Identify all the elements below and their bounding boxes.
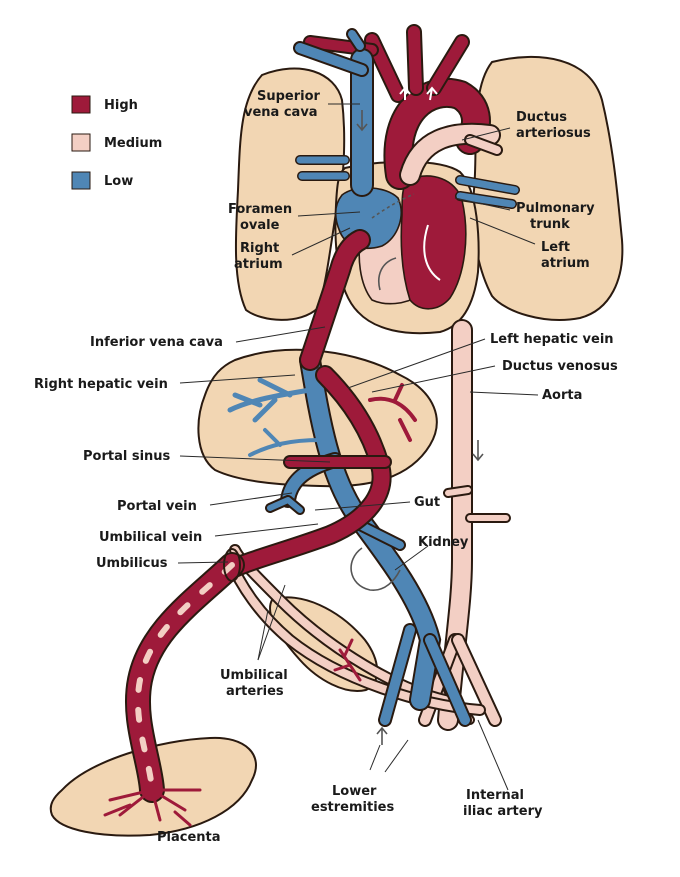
label-superior-vena-cava-1: Superior <box>257 89 321 104</box>
label-pulmonary-trunk-1: Pulmonary <box>516 201 595 216</box>
left-hepatic-branches <box>368 383 417 442</box>
label-umbilical-arteries-1: Umbilical <box>220 668 288 683</box>
bladder-vessels <box>333 638 362 682</box>
label-left-hepatic-vein: Left hepatic vein <box>490 332 614 347</box>
left-subclavian-artery <box>428 36 468 94</box>
label-kidney: Kidney <box>418 535 469 550</box>
legend-swatch-high <box>71 95 91 114</box>
label-left-atrium-1: Left <box>541 240 570 255</box>
label-portal-sinus: Portal sinus <box>83 449 171 464</box>
brachiocephalic-vein <box>295 43 367 75</box>
legend-swatch-medium <box>71 133 91 152</box>
foramen-arrow <box>371 193 415 219</box>
label-inferior-vena-cava: Inferior vena cava <box>90 335 223 350</box>
left-carotid-artery <box>408 26 422 94</box>
label-portal-vein: Portal vein <box>117 499 197 514</box>
legend-label-medium: Medium <box>104 136 162 151</box>
inferior-vena-cava-upper <box>301 231 369 369</box>
label-ductus-venosus: Ductus venosus <box>502 359 618 374</box>
umbilicus-ring <box>223 548 241 582</box>
label-pulmonary-trunk-2: trunk <box>530 217 570 232</box>
label-foramen-ovale-2: ovale <box>240 218 280 233</box>
label-umbilical-arteries-2: arteries <box>226 684 284 699</box>
gut-artery <box>445 487 471 496</box>
label-lower-extremities-1: Lower <box>332 784 377 799</box>
label-right-atrium-1: Right <box>240 241 279 256</box>
legend-label-low: Low <box>104 174 133 189</box>
label-umbilicus: Umbilicus <box>96 556 168 571</box>
label-right-atrium-2: atrium <box>234 257 283 272</box>
ivc-down-arrow <box>356 110 368 132</box>
lv-flow-arrow <box>423 224 441 281</box>
left-pulmonary-vein <box>456 176 519 194</box>
left-lung <box>471 55 624 321</box>
label-superior-vena-cava-2: vena cava <box>244 105 318 120</box>
label-ductus-arteriosus-1: Ductus <box>516 110 567 125</box>
label-aorta: Aorta <box>542 388 582 403</box>
kidney-loop-arrow <box>350 547 401 591</box>
pulmonary-trunk <box>401 124 499 184</box>
right-hepatic-vein <box>227 377 313 423</box>
rv-flow-arrow <box>378 257 397 291</box>
renal-vein <box>356 521 404 549</box>
leader-lines <box>177 103 539 791</box>
label-placenta: Placenta <box>157 830 221 845</box>
umbilical-cord-arteries <box>134 562 235 793</box>
placental-vessels <box>103 788 202 827</box>
legend-label-high: High <box>104 98 138 113</box>
label-internal-iliac-2: iliac artery <box>463 804 543 819</box>
label-umbilical-vein: Umbilical vein <box>99 530 202 545</box>
aortic-arch <box>385 79 489 188</box>
label-internal-iliac-1: Internal <box>466 788 524 803</box>
label-ductus-arteriosus-2: arteriosus <box>516 126 591 141</box>
label-gut: Gut <box>414 495 440 510</box>
label-lower-extremities-2: estremities <box>311 800 394 815</box>
heart <box>334 160 480 335</box>
legend: High Medium Low <box>71 95 162 190</box>
labels: Superior vena cava Ductus arteriosus For… <box>34 89 618 845</box>
legend-swatch-low <box>71 171 91 190</box>
label-left-atrium-2: atrium <box>541 256 590 271</box>
label-right-hepatic-vein: Right hepatic vein <box>34 377 168 392</box>
portal-branches <box>248 428 322 457</box>
label-foramen-ovale-1: Foramen <box>228 202 292 217</box>
ductus-arteriosus <box>466 136 501 154</box>
left-iliac-artery <box>453 635 500 725</box>
